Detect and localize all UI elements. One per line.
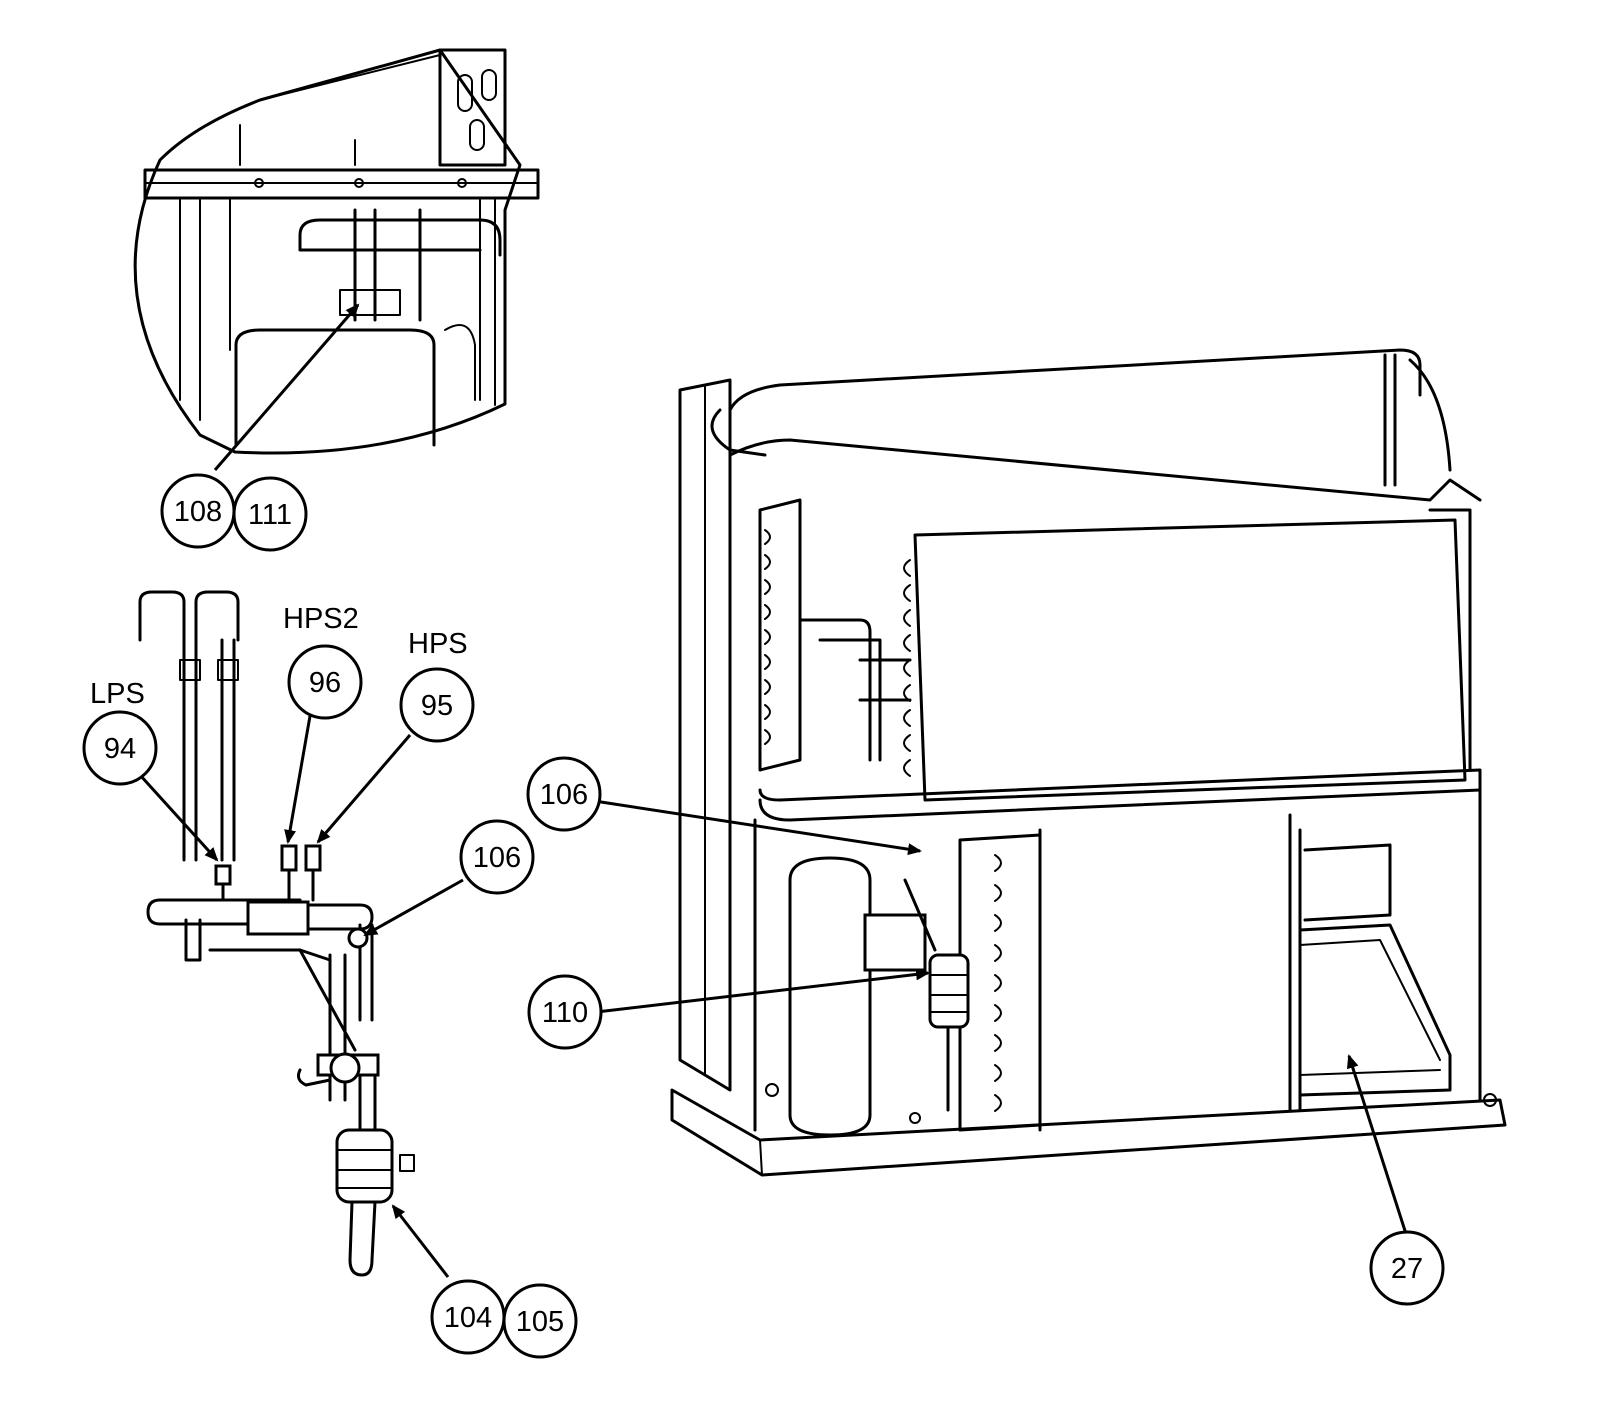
callout-95: 95 [399,667,475,743]
callout-106-left: 106 [459,819,535,895]
svg-text:106: 106 [473,842,521,874]
coil-hairpins-lower [994,854,1002,1112]
callout-94: 94 [82,710,158,786]
svg-text:95: 95 [421,690,453,722]
label-hps: HPS [408,628,468,660]
svg-text:110: 110 [542,997,588,1029]
label-lps: LPS [90,678,145,710]
detail-inset-view [133,48,540,455]
callout-108: 108 [160,473,236,549]
callout-27: 27 [1369,1230,1445,1306]
callout-106-right: 106 [526,756,602,832]
callout-111: 111 [232,476,308,552]
piping-assembly [138,590,415,1277]
coil-hairpins-right [903,559,911,777]
svg-text:96: 96 [309,667,341,699]
label-hps2: HPS2 [283,603,359,635]
main-unit [670,348,1507,1177]
svg-text:111: 111 [248,499,292,531]
svg-text:104: 104 [444,1302,492,1334]
callout-96: 96 [287,644,363,720]
callout-104: 104 [430,1279,506,1355]
coil-hairpins-left [764,529,771,745]
leader-lines [138,303,1409,1278]
svg-text:105: 105 [516,1306,564,1338]
callout-105: 105 [502,1283,578,1359]
callout-110: 110 [527,974,603,1050]
component-labels: LPS HPS2 HPS [90,603,468,710]
svg-text:94: 94 [104,733,136,765]
svg-text:27: 27 [1391,1253,1423,1285]
svg-text:106: 106 [540,779,588,811]
svg-text:108: 108 [174,496,222,528]
